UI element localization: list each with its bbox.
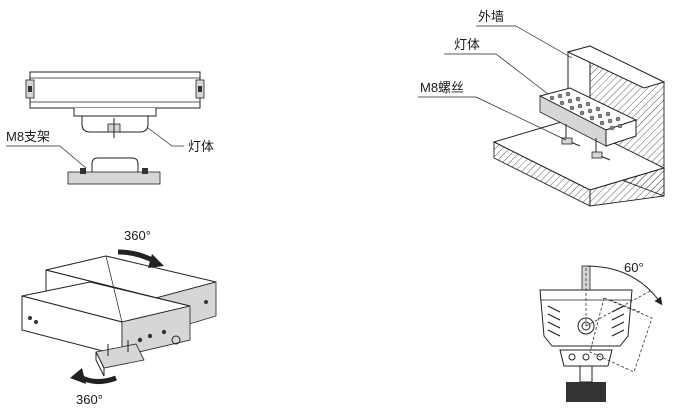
tilt-angle-view: 60° xyxy=(539,260,663,402)
u-bracket-lower xyxy=(91,157,139,172)
label-m8-bracket: M8支架 xyxy=(6,129,50,144)
mounting-pole-base xyxy=(566,382,606,402)
label-outer-wall: 外墙 xyxy=(478,9,504,24)
rotation-view: 360° 360° xyxy=(21,228,217,407)
wall-installation-view: 外墙 灯体 M8螺丝 xyxy=(418,9,666,207)
label-rotate-bottom: 360° xyxy=(76,392,103,407)
lamp-body-front xyxy=(29,71,201,109)
angle-arc xyxy=(585,265,663,306)
mounting-base-plate xyxy=(67,171,161,185)
label-rotate-top: 360° xyxy=(124,228,151,243)
front-view-lamp-with-bracket: 灯体 M8支架 xyxy=(6,71,214,185)
label-tilt-angle: 60° xyxy=(624,260,644,275)
tilted-lamp-outline xyxy=(589,297,653,373)
label-lamp-body-left: 灯体 xyxy=(188,139,214,154)
label-lamp-body-right: 灯体 xyxy=(454,37,480,52)
label-m8-screw: M8螺丝 xyxy=(420,80,464,95)
lamp-body-installed xyxy=(538,87,638,161)
tilt-bracket xyxy=(559,349,613,367)
